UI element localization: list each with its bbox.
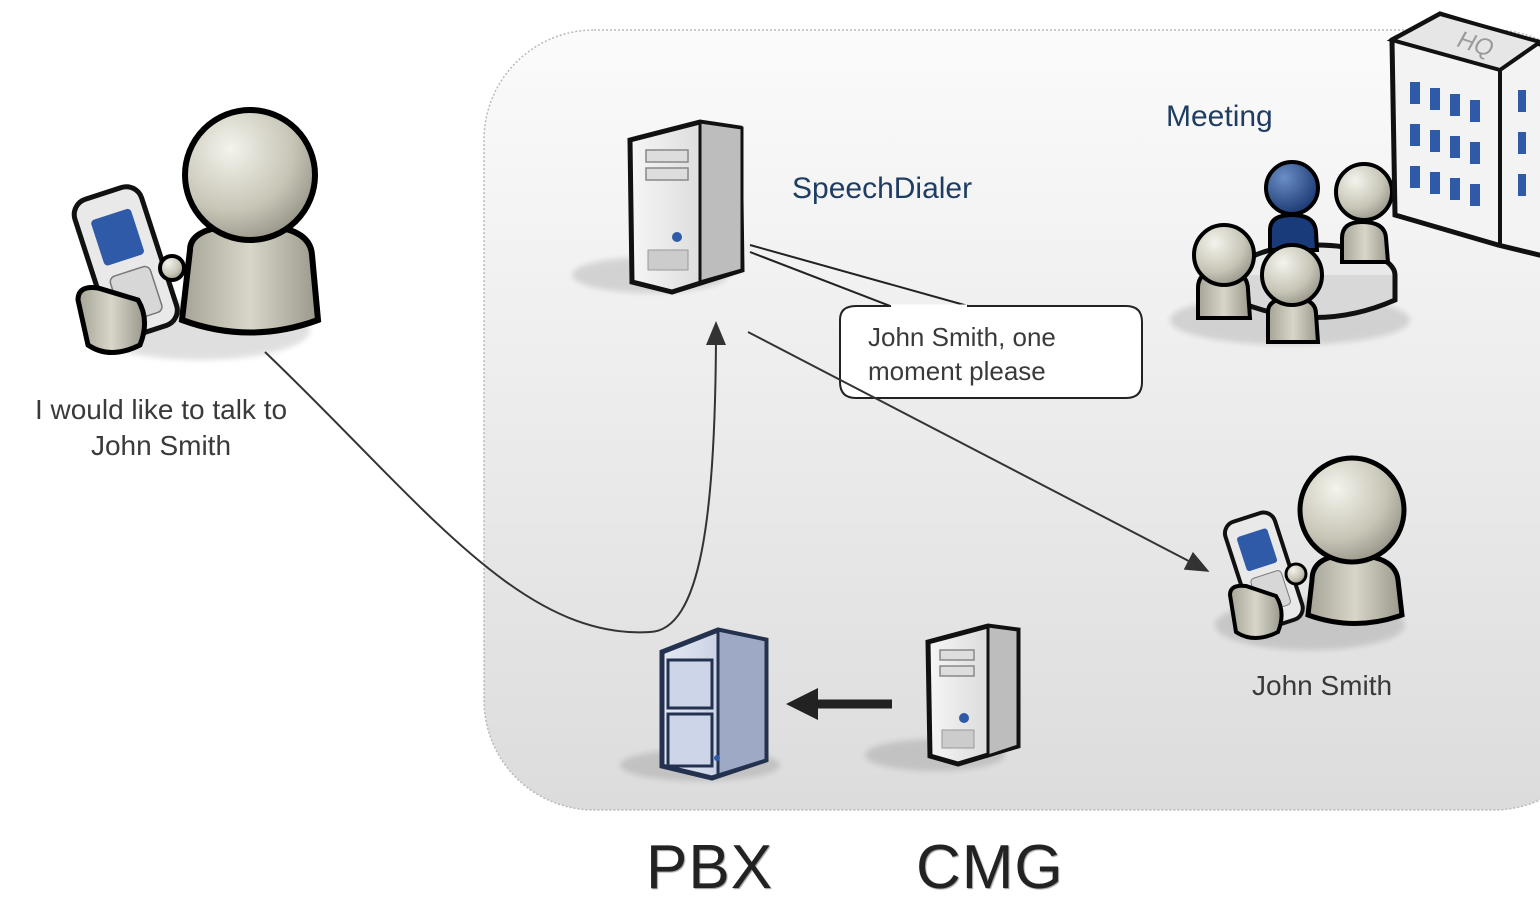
caller-to-pbx-to-dialer-flow xyxy=(264,321,726,634)
cmg-server-icon xyxy=(865,623,1021,771)
speechdialer-server-icon xyxy=(572,119,745,295)
speech-callout-bubble xyxy=(839,305,1143,399)
recipient-label: John Smith xyxy=(1252,670,1393,701)
hq-building-icon: HQ xyxy=(1386,11,1540,258)
caller-speech-text: I would like to talk to John Smith xyxy=(34,394,288,461)
callout-text: John Smith, one moment please xyxy=(868,322,1056,386)
cmg-to-pbx-arrow xyxy=(786,688,892,720)
meeting-table-icon xyxy=(1170,160,1410,345)
speechdialer-label: SpeechDialer xyxy=(792,172,973,205)
mobile-phone-icon xyxy=(71,184,180,341)
cmg-label: CMG xyxy=(916,833,1064,902)
recipient-person-icon xyxy=(1215,455,1407,650)
dialer-to-recipient-flow xyxy=(747,331,1210,572)
pbx-cabinet-icon xyxy=(620,627,780,781)
callout-pointer xyxy=(749,244,969,307)
meeting-label: Meeting xyxy=(1166,100,1273,133)
pbx-label: PBX xyxy=(646,833,774,902)
caller-person-icon xyxy=(71,107,322,360)
